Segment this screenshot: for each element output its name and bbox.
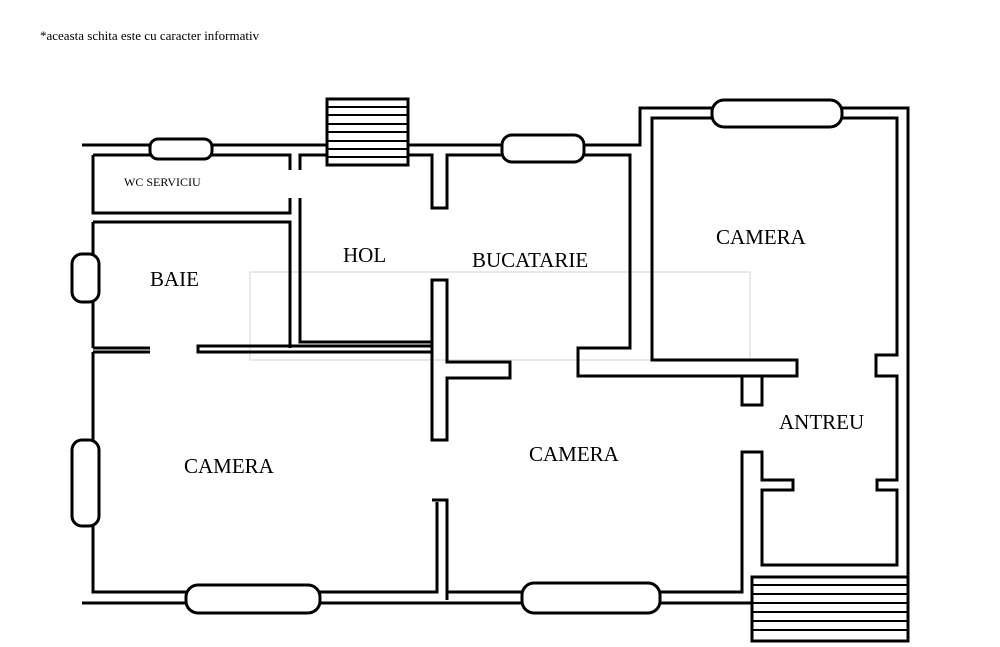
label-camera-top-right: CAMERA <box>716 225 807 249</box>
window-baie <box>70 252 101 304</box>
label-antreu: ANTREU <box>779 410 864 434</box>
window-bucatarie <box>500 133 586 164</box>
watermark <box>249 271 751 361</box>
label-camera-center: CAMERA <box>529 442 620 466</box>
window-wc <box>148 137 214 161</box>
room-labels: WC SERVICIU BAIE HOL BUCATARIE CAMERA CA… <box>124 175 864 478</box>
stairs-top <box>325 97 410 167</box>
window-camera-center-bottom <box>520 581 662 615</box>
label-bucatarie: BUCATARIE <box>472 248 588 272</box>
label-baie: BAIE <box>150 267 199 291</box>
label-camera-left: CAMERA <box>184 454 275 478</box>
label-hol: HOL <box>343 243 386 267</box>
stairs-entrance <box>750 575 910 643</box>
window-camera-left-bottom <box>184 583 322 615</box>
window-camera-left <box>70 438 101 528</box>
label-wc-serviciu: WC SERVICIU <box>124 175 201 189</box>
exterior-walls <box>82 106 910 605</box>
window-camera-top-right <box>710 98 844 129</box>
disclaimer-note: *aceasta schita este cu caracter informa… <box>40 28 260 43</box>
interior-walls <box>93 198 764 600</box>
windows <box>70 98 844 615</box>
